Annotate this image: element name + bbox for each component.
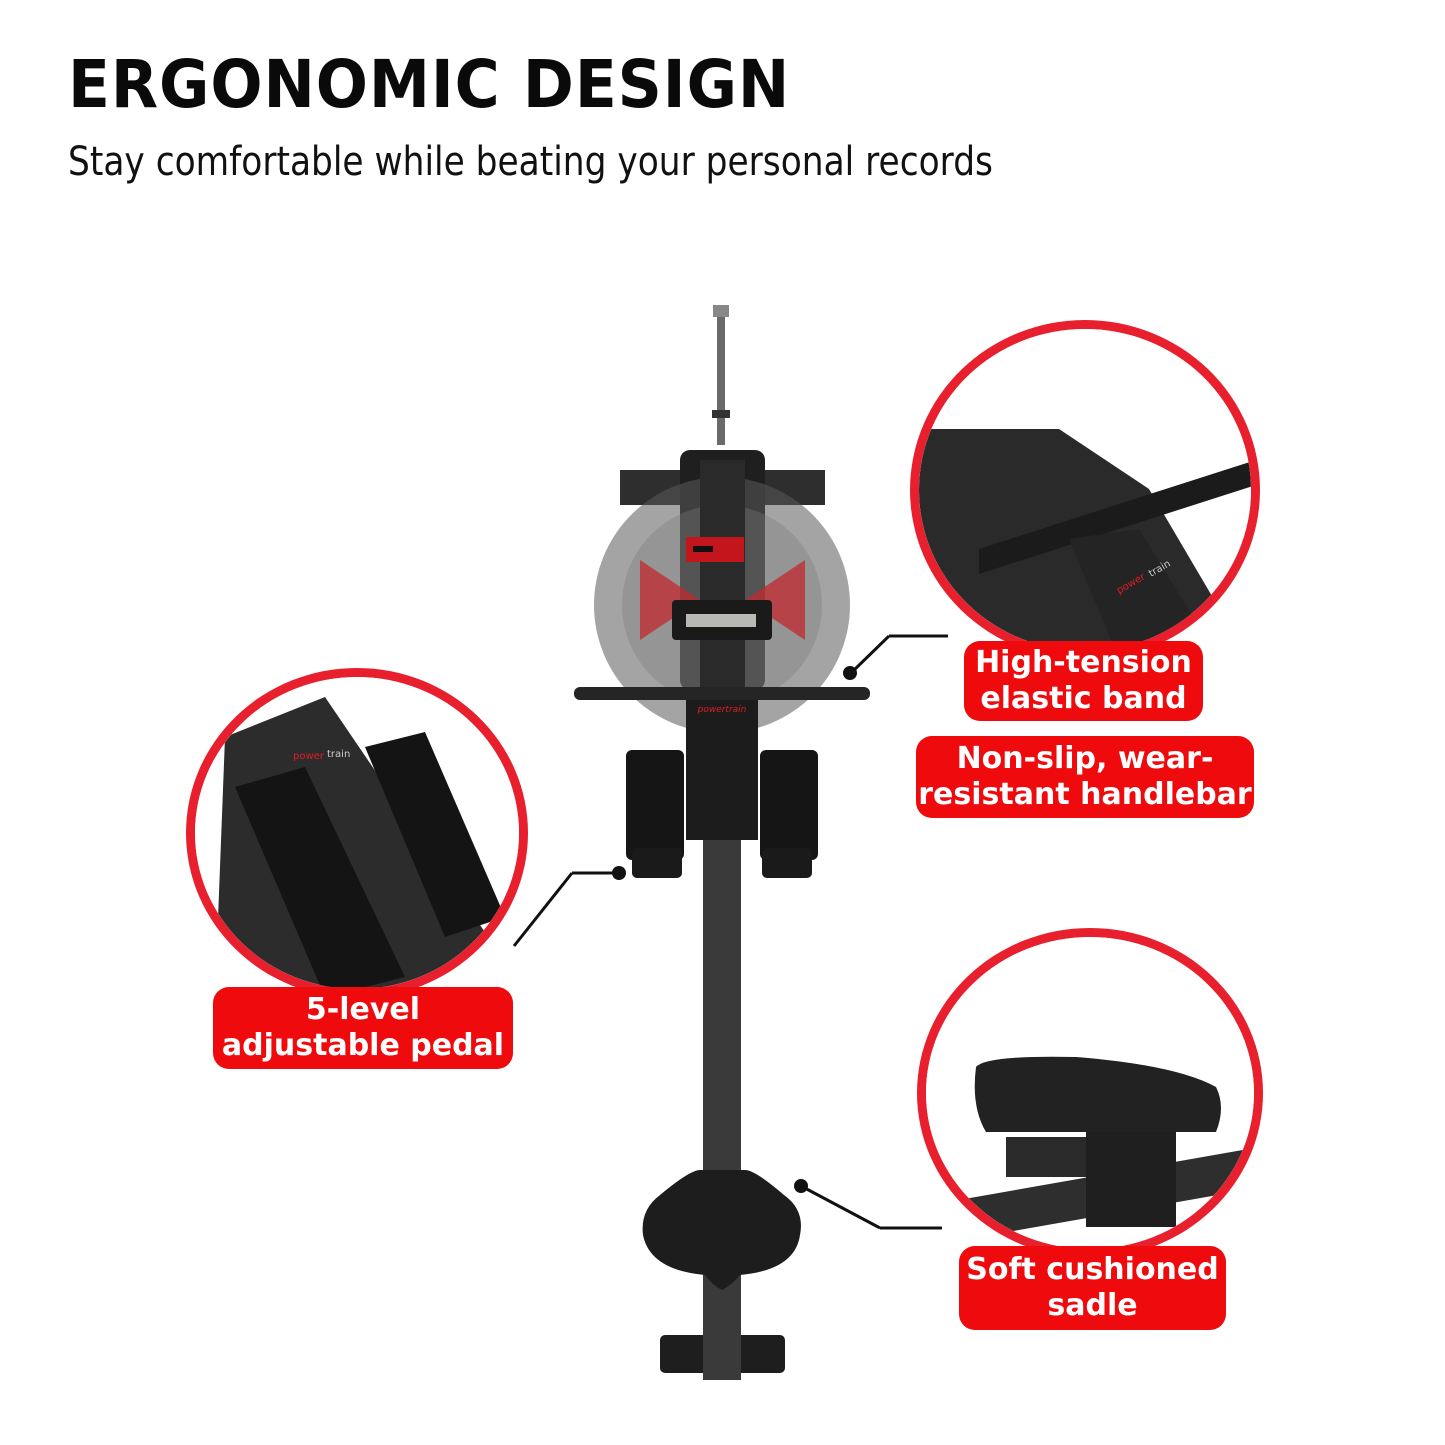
svg-text:train: train: [327, 749, 350, 760]
callout-label-pedal: 5-level adjustable pedal: [213, 987, 513, 1069]
svg-text:power: power: [293, 751, 325, 762]
callout-text-line1: 5-level: [305, 992, 421, 1027]
svg-text:powertrain: powertrain: [697, 705, 747, 715]
detail-circle-elastic-band: power train: [910, 320, 1260, 660]
callout-text-line2: resistant handlebar: [918, 777, 1252, 812]
callout-text-line1: Soft cushioned: [966, 1252, 1219, 1287]
detail-circle-saddle: [917, 928, 1263, 1258]
callout-text-line1: High-tension: [975, 645, 1192, 680]
callout-label-saddle: Soft cushioned sadle: [959, 1246, 1226, 1330]
callout-label-elastic-band: High-tension elastic band: [964, 641, 1203, 721]
callout-text-line1: Non-slip, wear-: [956, 741, 1214, 776]
page-subtitle: Stay comfortable while beating your pers…: [68, 139, 993, 185]
callout-text-line2: sadle: [1047, 1288, 1138, 1323]
callout-text-line2: elastic band: [980, 681, 1187, 716]
callout-label-handlebar: Non-slip, wear- resistant handlebar: [916, 736, 1254, 818]
detail-circle-pedal: power train: [186, 668, 528, 998]
callout-text-line2: adjustable pedal: [221, 1028, 505, 1063]
page-title: ERGONOMIC DESIGN: [68, 46, 791, 123]
